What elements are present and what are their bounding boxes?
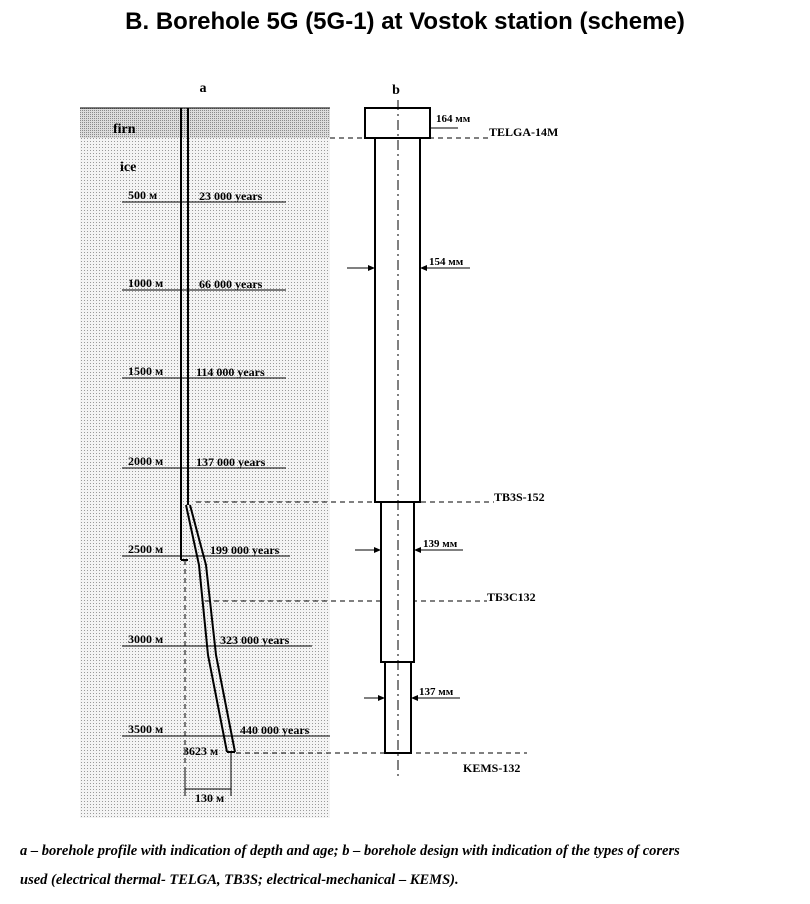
- arrow-head: [378, 695, 385, 701]
- ice-layer: [80, 108, 330, 818]
- depth-rows: 500 м 1000 м 1500 м 2000 м 2500 м 3000 м…: [122, 188, 330, 737]
- firn-label: firn: [113, 122, 136, 137]
- age-label: 114 000 years: [196, 365, 265, 379]
- arrow-head: [420, 265, 427, 271]
- diameter-label: 164 мм: [436, 113, 471, 125]
- borehole-profile: 3623 м 130 м: [180, 108, 236, 805]
- arrow-head: [414, 547, 421, 553]
- panel-a-label: a: [200, 81, 207, 96]
- panel-b-label: b: [392, 83, 400, 98]
- arrow-head: [411, 695, 418, 701]
- firn-layer: [80, 108, 330, 138]
- corer-label: KEMS-132: [463, 761, 520, 775]
- corer-label: TB3S-152: [494, 490, 545, 504]
- depth-label: 1000 м: [128, 276, 163, 290]
- age-label: 323 000 years: [220, 633, 290, 647]
- bottom-depth-label: 3623 м: [183, 744, 218, 758]
- caption-line-1: a – borehole profile with indication of …: [20, 843, 680, 859]
- diameter-label: 137 мм: [419, 686, 454, 698]
- arrow-head: [368, 265, 375, 271]
- age-label: 66 000 years: [199, 277, 263, 291]
- borehole-diagram: a b firn ice 500 м 1000 м 1500 м 2000 м …: [80, 81, 558, 818]
- diameter-label: 139 мм: [423, 538, 458, 550]
- arrow-head: [374, 547, 381, 553]
- offset-label: 130 м: [195, 791, 224, 805]
- age-label: 23 000 years: [199, 189, 263, 203]
- page-title: B. Borehole 5G (5G-1) at Vostok station …: [125, 8, 685, 35]
- depth-label: 3000 м: [128, 632, 163, 646]
- sidetrack-left-wall: [185, 504, 228, 753]
- depth-label: 3500 м: [128, 722, 163, 736]
- connector-lines: [196, 137, 527, 754]
- diameter-label: 154 мм: [429, 256, 464, 268]
- depth-label: 2500 м: [128, 542, 163, 556]
- sidetrack-right-wall: [189, 504, 236, 753]
- corer-label: TELGA-14M: [489, 125, 558, 139]
- depth-label: 1500 м: [128, 364, 163, 378]
- corer-label: TБ3C132: [487, 590, 536, 604]
- borehole-design: 164 мм 154 мм 139 мм 137 мм TELGA-14M TB…: [347, 100, 558, 780]
- depth-label: 2000 м: [128, 454, 163, 468]
- depth-label: 500 м: [128, 188, 157, 202]
- age-label: 440 000 years: [240, 723, 310, 737]
- age-label: 199 000 years: [210, 543, 280, 557]
- caption-line-2: used (electrical thermal- TELGA, TB3S; e…: [20, 872, 459, 888]
- ice-label: ice: [120, 160, 136, 175]
- age-label: 137 000 years: [196, 455, 266, 469]
